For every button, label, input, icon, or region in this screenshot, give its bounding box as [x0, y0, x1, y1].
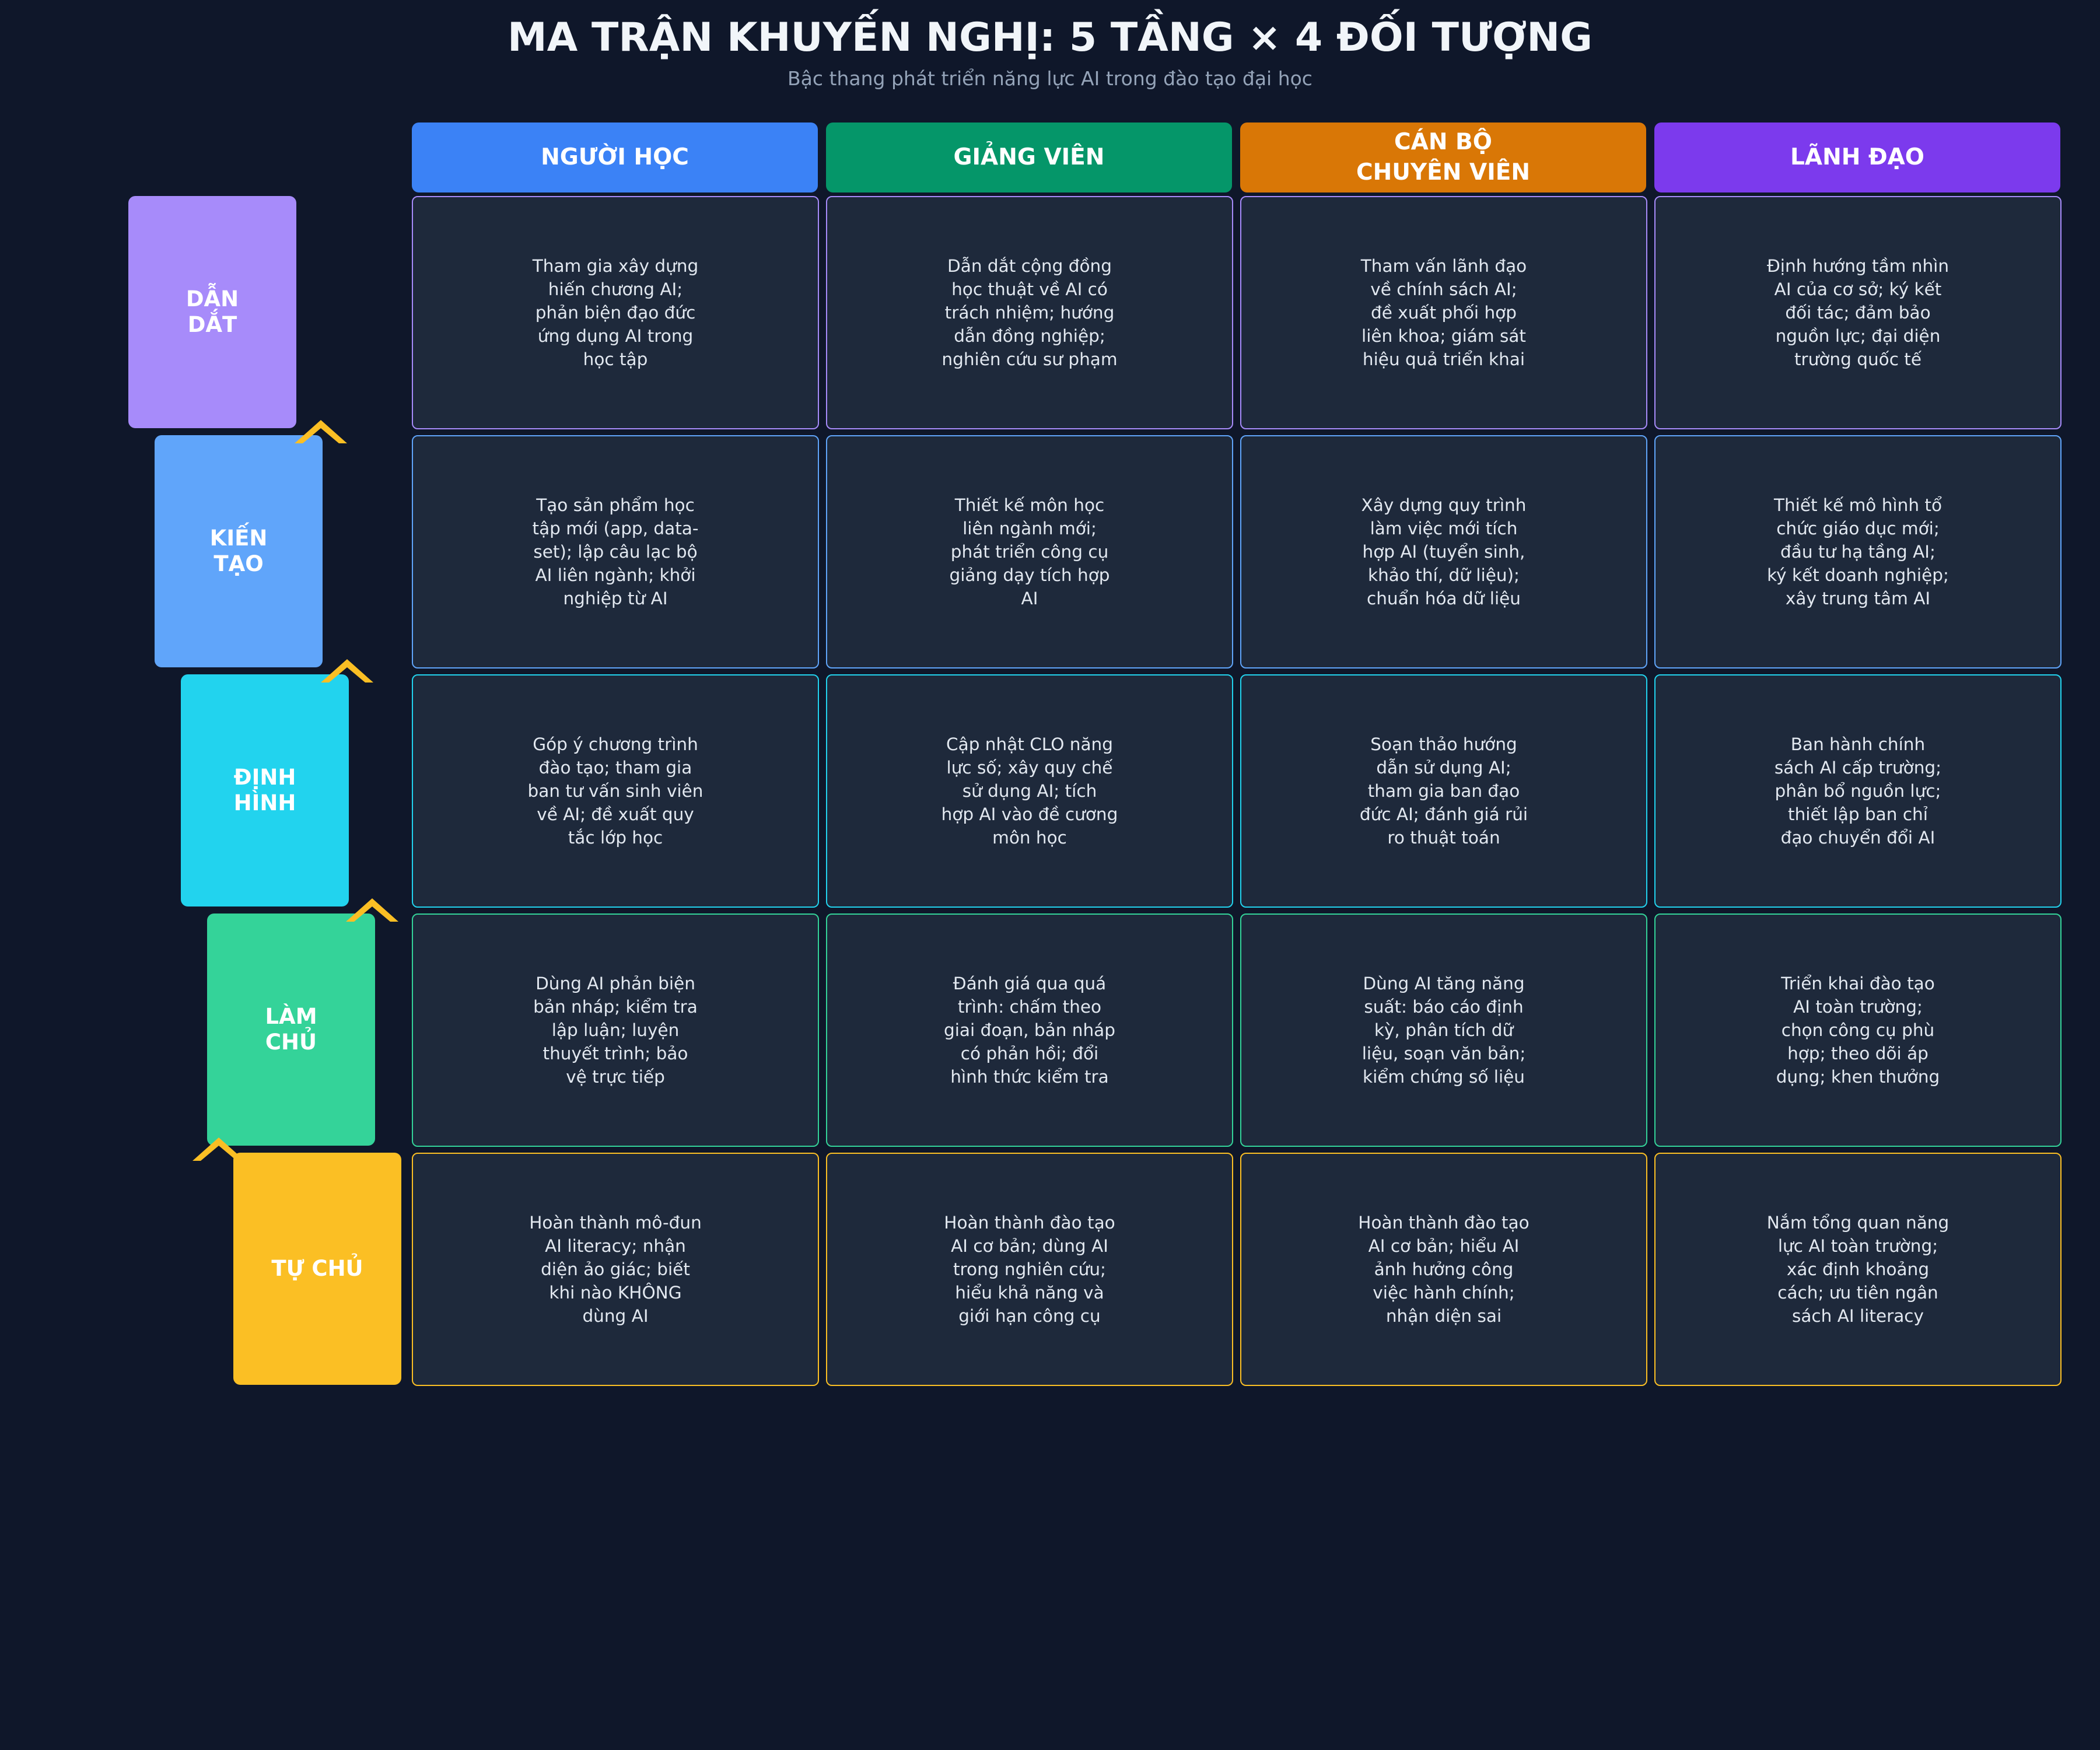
tier-label-kien-tao: KIẾN TẠO — [155, 435, 323, 667]
cell-lam-chu-lanh-dao: Triển khai đào tạo AI toàn trường; chọn … — [1654, 914, 2062, 1147]
cell-lam-chu-giang-vien: Đánh giá qua quá trình: chấm theo giai đ… — [826, 914, 1233, 1147]
cell-lam-chu-can-bo: Dùng AI tăng năng suất: báo cáo định kỳ,… — [1240, 914, 1647, 1147]
chevron-up-icon — [321, 659, 373, 682]
column-header-giang-vien: GIẢNG VIÊN — [826, 123, 1232, 192]
cell-dan-dat-can-bo: Tham vấn lãnh đạo về chính sách AI; đề x… — [1240, 196, 1647, 429]
column-header-nguoi-hoc: NGƯỜI HỌC — [412, 123, 818, 192]
tier-label-dinh-hinh: ĐỊNH HÌNH — [181, 674, 349, 907]
chevron-up-icon — [192, 1138, 245, 1161]
column-header-lanh-dao: LÃNH ĐẠO — [1654, 123, 2060, 192]
cell-lam-chu-nguoi-hoc: Dùng AI phản biện bản nháp; kiểm tra lập… — [412, 914, 819, 1147]
cell-kien-tao-lanh-dao: Thiết kế mô hình tổ chức giáo dục mới; đ… — [1654, 435, 2062, 668]
column-header-can-bo-chuyen-vien: CÁN BỘ CHUYÊN VIÊN — [1240, 123, 1646, 192]
cell-tu-chu-nguoi-hoc: Hoàn thành mô-đun AI literacy; nhận diện… — [412, 1153, 819, 1386]
tier-label-lam-chu: LÀM CHỦ — [207, 914, 375, 1146]
cell-tu-chu-lanh-dao: Nắm tổng quan năng lực AI toàn trường; x… — [1654, 1153, 2062, 1386]
cell-dinh-hinh-giang-vien: Cập nhật CLO năng lực số; xây quy chế sử… — [826, 674, 1233, 908]
tier-label-tu-chu: TỰ CHỦ — [233, 1153, 401, 1385]
cell-kien-tao-giang-vien: Thiết kế môn học liên ngành mới; phát tr… — [826, 435, 1233, 668]
chevron-up-icon — [295, 420, 347, 443]
page-subtitle: Bậc thang phát triển năng lực AI trong đ… — [788, 67, 1312, 90]
cell-dinh-hinh-can-bo: Soạn thảo hướng dẫn sử dụng AI; tham gia… — [1240, 674, 1647, 908]
cell-kien-tao-nguoi-hoc: Tạo sản phẩm học tập mới (app, data- set… — [412, 435, 819, 668]
cell-dinh-hinh-nguoi-hoc: Góp ý chương trình đào tạo; tham gia ban… — [412, 674, 819, 908]
cell-kien-tao-can-bo: Xây dựng quy trình làm việc mới tích hợp… — [1240, 435, 1647, 668]
cell-dan-dat-nguoi-hoc: Tham gia xây dựng hiến chương AI; phản b… — [412, 196, 819, 429]
cell-dan-dat-giang-vien: Dẫn dắt cộng đồng học thuật về AI có trá… — [826, 196, 1233, 429]
cell-tu-chu-can-bo: Hoàn thành đào tạo AI cơ bản; hiểu AI ản… — [1240, 1153, 1647, 1386]
tier-label-dan-dat: DẪN DẮT — [128, 196, 296, 428]
page-title: MA TRẬN KHUYẾN NGHỊ: 5 TẦNG × 4 ĐỐI TƯỢN… — [508, 15, 1592, 61]
cell-dan-dat-lanh-dao: Định hướng tầm nhìn AI của cơ sở; ký kết… — [1654, 196, 2062, 429]
cell-tu-chu-giang-vien: Hoàn thành đào tạo AI cơ bản; dùng AI tr… — [826, 1153, 1233, 1386]
cell-dinh-hinh-lanh-dao: Ban hành chính sách AI cấp trường; phân … — [1654, 674, 2062, 908]
chevron-up-icon — [346, 898, 398, 922]
